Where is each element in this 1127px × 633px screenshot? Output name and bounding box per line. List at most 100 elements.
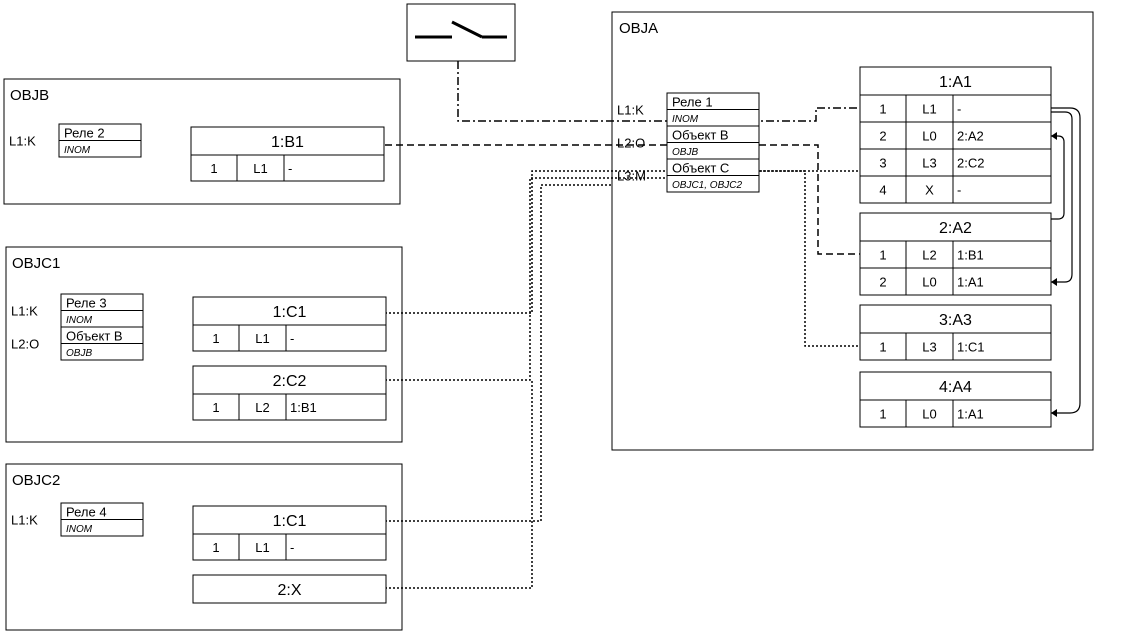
- param-row: L1:K Реле 4 INOM: [11, 502, 144, 537]
- cell-target: 1:A1: [957, 275, 984, 290]
- cell-line: L3: [922, 156, 936, 171]
- object-title: OBJC2: [12, 472, 60, 489]
- param-name: Реле 4: [66, 505, 107, 520]
- param-sub: OBJB: [66, 348, 92, 359]
- cell-line: L1: [255, 540, 269, 555]
- terminal-block-2-x: 2:X: [192, 574, 387, 604]
- cell-target: 1:C1: [957, 340, 984, 355]
- cell-line: L1: [253, 161, 267, 176]
- param-key: L1:K: [11, 513, 38, 528]
- param-table-objb: L1:K Реле 2 INOM: [9, 123, 142, 158]
- connection-a1-a4: [1051, 107, 1081, 414]
- param-row: L1:K Реле 1 INOM: [617, 92, 760, 127]
- terminal-block-4-a4: 4:A4 1 L0 1:A1: [859, 371, 1052, 428]
- terminal-block-2-a2: 2:A2 1 L2 1:B1 2 L0 1:A1: [859, 212, 1052, 296]
- param-row: L3:M Объект C OBJC1, OBJC2: [617, 158, 760, 193]
- param-row: L1:K Реле 2 INOM: [9, 123, 142, 158]
- block-title: 1:C1: [273, 304, 307, 321]
- cell-line: L2: [255, 400, 269, 415]
- param-sub: OBJB: [672, 147, 698, 158]
- object-objc1: OBJC1: [5, 246, 403, 443]
- param-name: Объект B: [66, 329, 123, 344]
- cell-target: -: [288, 161, 292, 176]
- param-sub: INOM: [64, 145, 91, 156]
- terminal-block-1-b1: 1:B1 1 L1 -: [190, 126, 385, 182]
- connection-switch-a1: [457, 61, 860, 122]
- block-title: 4:A4: [939, 379, 972, 396]
- object-title: OBJA: [619, 20, 658, 37]
- cell-index: 1: [212, 331, 219, 346]
- cell-line: L2: [922, 248, 936, 263]
- cell-index: 1: [212, 540, 219, 555]
- block-title: 1:C1: [273, 513, 307, 530]
- param-name: Реле 2: [64, 126, 105, 141]
- cell-index: 2: [879, 275, 886, 290]
- param-key: L1:K: [11, 304, 38, 319]
- connection-c2-a1: [385, 170, 860, 381]
- cell-index: 1: [879, 407, 886, 422]
- block-title: 1:B1: [271, 134, 304, 151]
- connection-objc2-x: [385, 380, 533, 589]
- param-key: L2:O: [11, 337, 39, 352]
- param-sub: INOM: [66, 524, 93, 535]
- param-sub: OBJC1, OBJC2: [672, 180, 742, 191]
- param-row: L2:O Объект B OBJB: [11, 326, 144, 361]
- cell-target: 2:C2: [957, 156, 984, 171]
- connection-objc2-c1: [385, 184, 612, 522]
- terminal-block-1-c1: 1:C1 1 L1 -: [192, 296, 387, 352]
- arrow-icon: [1051, 278, 1057, 286]
- param-name: Реле 1: [672, 95, 713, 110]
- connection-c1-a3: [385, 170, 860, 347]
- cell-target: -: [957, 183, 961, 198]
- terminal-block-1-c1: 1:C1 1 L1 -: [192, 505, 387, 561]
- cell-index: 3: [879, 156, 886, 171]
- param-key: L1:K: [617, 103, 644, 118]
- param-name: Объект B: [672, 128, 729, 143]
- block-title: 2:A2: [939, 220, 972, 237]
- param-row: L2:O Объект B OBJB: [617, 125, 760, 160]
- object-objb: OBJB: [3, 78, 401, 205]
- block-title: 2:X: [277, 582, 301, 599]
- block-title: 1:A1: [939, 74, 972, 91]
- cell-index: 4: [879, 183, 886, 198]
- cell-line: L1: [255, 331, 269, 346]
- param-key: L1:K: [9, 134, 36, 149]
- cell-target: 1:A1: [957, 407, 984, 422]
- cell-target: 1:B1: [957, 248, 984, 263]
- cell-line: X: [925, 183, 934, 198]
- cell-index: 1: [879, 102, 886, 117]
- cell-target: 2:A2: [957, 129, 984, 144]
- cell-target: -: [290, 540, 294, 555]
- object-objc2: OBJC2: [5, 463, 403, 631]
- cell-index: 1: [212, 400, 219, 415]
- param-sub: INOM: [66, 315, 93, 326]
- object-title: OBJB: [10, 87, 49, 104]
- param-table-obja: L1:K Реле 1 INOM L2:O Объект B OBJB L3:M Объект…: [617, 92, 760, 193]
- cell-line: L0: [922, 275, 936, 290]
- cell-index: 1: [210, 161, 217, 176]
- cell-target: -: [290, 331, 294, 346]
- cell-line: L1: [922, 102, 936, 117]
- param-table-objc2: L1:K Реле 4 INOM: [11, 502, 144, 537]
- object-obja: OBJA: [611, 11, 1094, 451]
- cell-target: -: [957, 102, 961, 117]
- cell-target: 1:B1: [290, 400, 317, 415]
- cell-index: 2: [879, 129, 886, 144]
- param-key: L2:O: [617, 136, 645, 151]
- connection-b1-a2: [385, 144, 860, 255]
- switch-icon: [406, 3, 516, 62]
- param-sub: INOM: [672, 114, 699, 125]
- connection-a1-a2: [1051, 111, 1073, 283]
- param-key: L3:M: [617, 169, 646, 184]
- block-title: 3:A3: [939, 312, 972, 329]
- arrow-icon: [1051, 132, 1057, 140]
- cell-line: L0: [922, 407, 936, 422]
- param-name: Объект C: [672, 161, 729, 176]
- cell-index: 1: [879, 248, 886, 263]
